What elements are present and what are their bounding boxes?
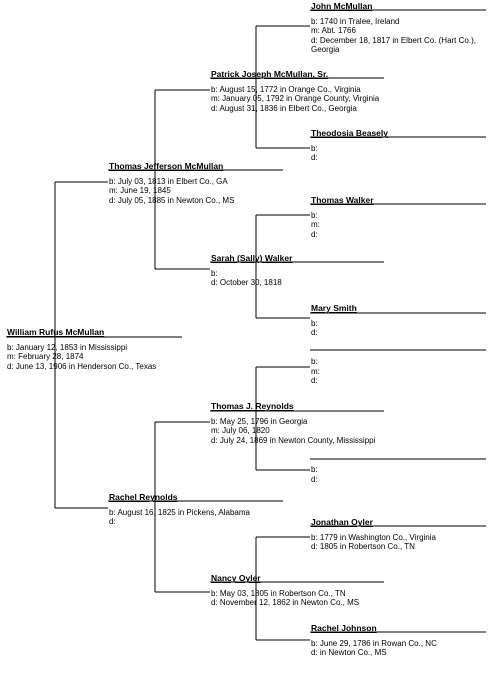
death-line: d: in Newton Co., MS [311, 648, 387, 657]
death-line: d: [311, 474, 318, 484]
birth-line: b: [311, 465, 318, 474]
death-line: d: November 12, 1862 in Newton Co., MS [211, 598, 360, 607]
birth-line: b: [311, 357, 318, 366]
person-name[interactable]: William Rufus McMullan [7, 327, 105, 337]
birth-line: b: 1779 in Washington Co., Virginia [311, 532, 436, 542]
marriage-line: m: July 06, 1820 [211, 426, 270, 435]
person-jonathan-oyler: Jonathan Oyler b: 1779 in Washington Co.… [311, 517, 436, 552]
person-rachel-reynolds: Rachel Reynolds b: August 16, 1825 in Pi… [109, 492, 250, 527]
birth-line: b: July 03, 1813 in Elbert Co., GA [109, 176, 228, 186]
death-line: d: October 30, 1818 [211, 278, 282, 287]
birth-line: b: [311, 210, 318, 220]
birth-line: b: [311, 143, 318, 153]
person-thomas-walker: Thomas Walker b: m: d: [311, 195, 374, 239]
person-name[interactable]: Thomas Jefferson McMullan [109, 161, 224, 171]
person-rachel-johnson: Rachel Johnson b: June 29, 1786 in Rowan… [311, 623, 437, 658]
birth-line: b: [311, 318, 318, 328]
death-line: d: June 13, 1906 in Henderson Co., Texas [7, 361, 157, 371]
person-thomas-reynolds: Thomas J. Reynolds b: May 25, 1796 in Ge… [211, 401, 376, 445]
birth-line: b: August 15, 1772 in Orange Co., Virgin… [211, 84, 361, 94]
marriage-line: m: [311, 220, 320, 229]
person-name[interactable]: Jonathan Oyler [311, 517, 373, 527]
person-name[interactable]: Rachel Johnson [311, 623, 377, 633]
person-name[interactable]: Rachel Reynolds [109, 492, 178, 502]
death-line: d: [311, 376, 318, 385]
person-name[interactable]: Theodosia Beasely [311, 128, 389, 138]
person-name[interactable]: Sarah (Sally) Walker [211, 253, 293, 263]
birth-line: b: January 12, 1853 in Mississippi [7, 342, 128, 352]
marriage-line: m: January 05, 1792 in Orange County, Vi… [211, 94, 380, 103]
marriage-line: m: Abt. 1766 [311, 26, 356, 35]
death-line: d: [311, 229, 318, 239]
person-name[interactable]: Thomas Walker [311, 195, 374, 205]
birth-line: b: June 29, 1786 in Rowan Co., NC [311, 638, 437, 648]
person-name[interactable]: Patrick Joseph McMullan, Sr. [211, 69, 329, 79]
birth-line: b: [211, 268, 218, 278]
person-nancy-oyler: Nancy Oyler b: May 03, 1805 in Robertson… [211, 573, 360, 608]
person-theodosia: Theodosia Beasely b: d: [311, 128, 389, 163]
death-line: d: August 31, 1836 in Elbert Co., Georgi… [211, 103, 357, 113]
birth-line: b: August 16, 1825 in Pickens, Alabama [109, 507, 250, 517]
person-name[interactable]: Thomas J. Reynolds [211, 401, 294, 411]
death-line: d: July 05, 1885 in Newton Co., MS [109, 195, 235, 205]
person-unknown-2: b: d: [311, 465, 318, 484]
death-line: d: [311, 153, 318, 162]
death-line: d: [109, 517, 116, 526]
person-john: John McMullan b: 1740 in Tralee, Ireland… [311, 1, 476, 55]
person-patrick: Patrick Joseph McMullan, Sr. b: August 1… [211, 69, 380, 113]
person-name[interactable]: Nancy Oyler [211, 573, 261, 583]
death-line: d: [311, 328, 318, 337]
death-line-cont: Georgia [311, 45, 340, 54]
birth-line: b: May 03, 1805 in Robertson Co., TN [211, 588, 346, 598]
marriage-line: m: June 19, 1845 [109, 186, 171, 195]
death-line: d: 1805 in Robertson Co., TN [311, 542, 415, 551]
person-william: William Rufus McMullan b: January 12, 18… [7, 327, 157, 371]
person-mary-smith: Mary Smith b: d: [311, 303, 357, 338]
person-unknown-1: b: m: d: [311, 357, 320, 386]
person-name[interactable]: Mary Smith [311, 303, 357, 313]
marriage-line: m: [311, 366, 320, 376]
marriage-line: m: February 28, 1874 [7, 352, 84, 361]
birth-line: b: 1740 in Tralee, Ireland [311, 16, 400, 26]
birth-line: b: May 25, 1796 in Georgia [211, 416, 308, 426]
person-sarah-walker: Sarah (Sally) Walker b: d: October 30, 1… [211, 253, 293, 288]
person-name[interactable]: John McMullan [311, 1, 373, 11]
death-line: d: December 18, 1817 in Elbert Co. (Hart… [311, 35, 476, 45]
person-thomas-jefferson: Thomas Jefferson McMullan b: July 03, 18… [109, 161, 235, 205]
death-line: d: July 24, 1869 in Newton County, Missi… [211, 435, 376, 445]
